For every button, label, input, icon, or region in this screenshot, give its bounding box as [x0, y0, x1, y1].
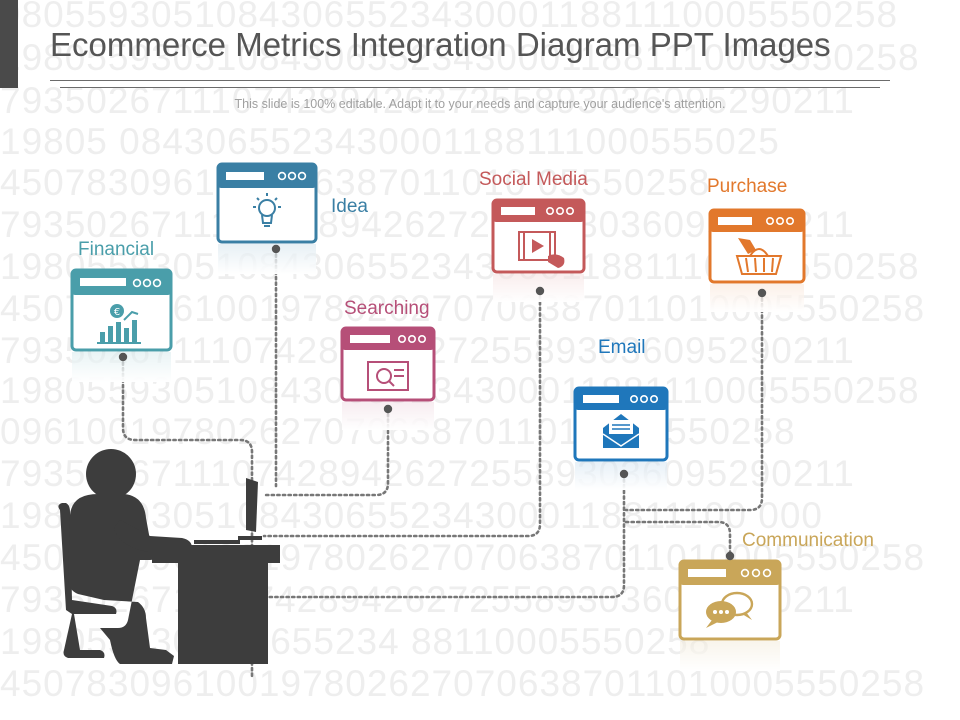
torso-icon: [68, 494, 190, 664]
title-rule-top: [50, 80, 890, 81]
social-media-node: [491, 198, 586, 302]
financial-label: Financial: [78, 239, 155, 260]
connector-lines: [121, 247, 764, 678]
lightbulb-icon: [253, 193, 281, 227]
idea-label: Idea: [331, 196, 368, 217]
searching-label: Searching: [344, 298, 430, 319]
communication-node: [678, 551, 782, 671]
idea-node: [216, 162, 318, 274]
desk-icon: [152, 545, 280, 664]
purchase-node: [708, 208, 806, 312]
svg-text:€: €: [114, 307, 120, 318]
connector-email: [262, 472, 626, 599]
connector-social-media: [262, 289, 542, 538]
connector-searching: [262, 412, 390, 497]
title-rule-bottom: [60, 87, 880, 88]
connector-communication: [624, 520, 732, 558]
slide-subtitle: This slide is 100% editable. Adapt it to…: [234, 97, 726, 111]
monitor-icon: [246, 478, 258, 532]
head-icon: [86, 449, 136, 499]
person-at-desk-figure: [58, 449, 280, 664]
purchase-label: Purchase: [707, 176, 788, 197]
video-play-icon: [518, 231, 565, 268]
email-label: Email: [598, 337, 646, 358]
chat-bubbles-icon: [706, 591, 754, 628]
social-media-label: Social Media: [479, 169, 588, 190]
title-accent-bar: [0, 0, 18, 88]
slide-title: Ecommerce Metrics Integration Diagram PP…: [50, 26, 831, 63]
financial-node: €: [70, 268, 173, 382]
email-node: [573, 386, 669, 490]
searching-node: [340, 326, 436, 430]
envelope-icon: [602, 414, 640, 448]
chair-icon: [58, 503, 117, 658]
connector-financial: [121, 355, 254, 500]
connector-purchase: [624, 291, 764, 512]
euro-chart-icon: €: [97, 304, 141, 344]
communication-label: Communication: [742, 530, 874, 551]
search-document-icon: [367, 361, 409, 391]
shopping-basket-icon: [735, 238, 783, 275]
